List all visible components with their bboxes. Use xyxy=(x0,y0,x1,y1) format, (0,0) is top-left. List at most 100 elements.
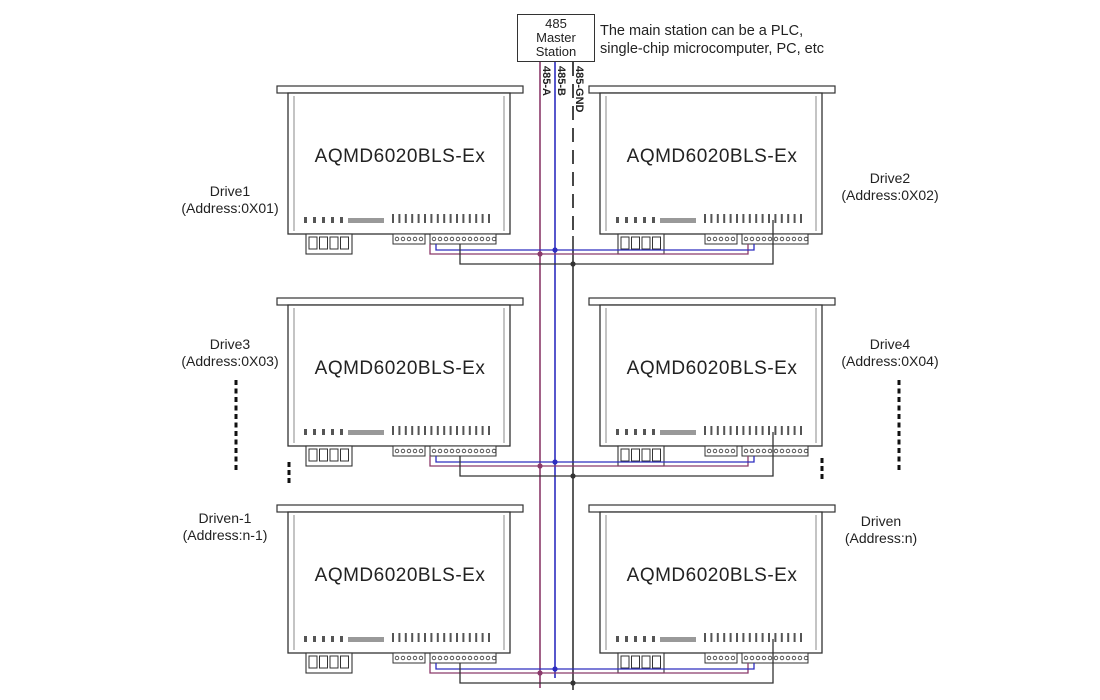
drive-name: Driven xyxy=(860,513,902,529)
ellipsis-dot xyxy=(234,422,238,428)
pin-label-mark xyxy=(424,633,426,642)
pin-label-mark xyxy=(304,429,307,435)
ellipsis-dot xyxy=(234,405,238,411)
drive-address: (Address:n-1) xyxy=(182,527,268,543)
ellipsis-dot xyxy=(897,380,901,385)
pin-label-mark xyxy=(436,633,439,642)
power-terminal-screw xyxy=(652,655,661,669)
pin-label-mark xyxy=(616,217,619,223)
terminal-pin xyxy=(455,448,461,454)
pin-label-mark xyxy=(404,214,407,223)
drive-name: Drive2 xyxy=(869,170,911,186)
bus-branch-gnd xyxy=(459,432,774,477)
drive-address: (Address:n) xyxy=(844,530,918,546)
terminal-pin xyxy=(743,236,749,242)
terminal-pin xyxy=(400,236,406,242)
pin-label-mark xyxy=(313,429,316,435)
pin-label-mark xyxy=(748,633,751,642)
pin-label-mark xyxy=(736,633,738,642)
terminal-pin xyxy=(724,655,730,661)
power-terminal-screw xyxy=(319,448,328,462)
terminal-pin xyxy=(706,236,712,242)
pin-label-mark xyxy=(755,633,758,642)
pin-label-mark xyxy=(793,633,796,642)
pin-label-mark xyxy=(443,214,446,223)
terminal-pin xyxy=(755,448,761,454)
drive-name: Drive4 xyxy=(869,336,911,352)
junction-dot-gnd xyxy=(570,261,576,267)
pin-label-mark xyxy=(322,429,325,435)
pin-label-mark xyxy=(475,426,478,435)
terminal-pin xyxy=(730,655,736,661)
ellipsis-dot xyxy=(897,465,901,470)
terminal-pin xyxy=(779,448,785,454)
terminal-pin xyxy=(443,236,449,242)
drive-address: (Address:0X01) xyxy=(181,200,279,216)
master-station-note: The main station can be a PLC, single-ch… xyxy=(600,22,824,58)
power-terminal-screw xyxy=(631,655,640,669)
pin-label-mark xyxy=(331,429,334,435)
drive-label-n: Driven (Address:n) xyxy=(816,513,946,547)
terminal-pin xyxy=(761,655,767,661)
power-terminal-screw xyxy=(652,448,661,462)
drive-model-name: AQMD6020BLS-Ex xyxy=(627,146,798,167)
terminal-pin xyxy=(443,655,449,661)
drive-model-name: AQMD6020BLS-Ex xyxy=(315,146,486,167)
signal-terminal xyxy=(704,652,738,664)
pin-label-mark xyxy=(768,633,770,642)
power-terminal-screw xyxy=(319,236,328,250)
pin-label-mark xyxy=(716,426,719,435)
pin-label-mark xyxy=(348,430,384,435)
drive-label-n-minus-1: Driven-1 (Address:n-1) xyxy=(160,510,290,544)
terminal-pin xyxy=(485,448,491,454)
master-note-line2: single-chip microcomputer, PC, etc xyxy=(600,41,825,57)
pin-label-mark xyxy=(430,633,433,642)
drive-flange xyxy=(276,504,524,513)
drive-flange xyxy=(588,85,836,94)
power-terminal-screw xyxy=(631,448,640,462)
pin-label-mark xyxy=(625,429,628,435)
pin-label-mark xyxy=(398,214,401,223)
bus-branch-a xyxy=(429,244,749,255)
drive-model-name: AQMD6020BLS-Ex xyxy=(315,358,486,379)
terminal-pin xyxy=(467,448,473,454)
terminal-pin xyxy=(449,448,455,454)
power-terminal-screw xyxy=(652,236,661,250)
pin-label-mark xyxy=(652,429,655,435)
pin-label-mark xyxy=(456,214,458,223)
pin-label-mark xyxy=(634,429,637,435)
ellipsis-dot xyxy=(820,458,824,463)
pin-label-mark xyxy=(761,426,764,435)
pin-label-mark xyxy=(625,217,628,223)
drive-unit: AQMD6020BLS-Ex xyxy=(588,85,836,255)
terminal-pin xyxy=(479,655,485,661)
drive-model-name: AQMD6020BLS-Ex xyxy=(627,358,798,379)
pin-label-mark xyxy=(430,426,433,435)
terminal-pin xyxy=(406,448,412,454)
pin-label-mark xyxy=(430,214,433,223)
ellipsis-dot xyxy=(897,456,901,462)
ellipsis-dot xyxy=(234,388,238,394)
ellipsis-dot xyxy=(897,448,901,453)
power-terminal-screw xyxy=(340,655,349,669)
master-station-box: 485 Master Station xyxy=(517,14,595,62)
drive-unit: AQMD6020BLS-Ex xyxy=(588,297,836,467)
drive-address: (Address:0X02) xyxy=(841,187,939,203)
pin-label-mark xyxy=(787,633,790,642)
drive-body xyxy=(599,92,823,235)
pin-label-mark xyxy=(475,633,478,642)
pin-label-mark xyxy=(742,214,745,223)
pin-label-mark xyxy=(449,426,452,435)
terminal-pin xyxy=(791,448,797,454)
bus-branch-b xyxy=(435,244,755,251)
pin-label-mark xyxy=(392,633,394,642)
terminal-pin xyxy=(418,448,424,454)
terminal-pin xyxy=(712,655,718,661)
terminal-pin xyxy=(400,655,406,661)
drive-unit: AQMD6020BLS-Ex xyxy=(276,297,524,467)
pin-label-mark xyxy=(462,214,465,223)
terminal-pin xyxy=(473,448,479,454)
ellipsis-dot xyxy=(897,388,901,394)
junction-dot-gnd xyxy=(570,473,576,479)
